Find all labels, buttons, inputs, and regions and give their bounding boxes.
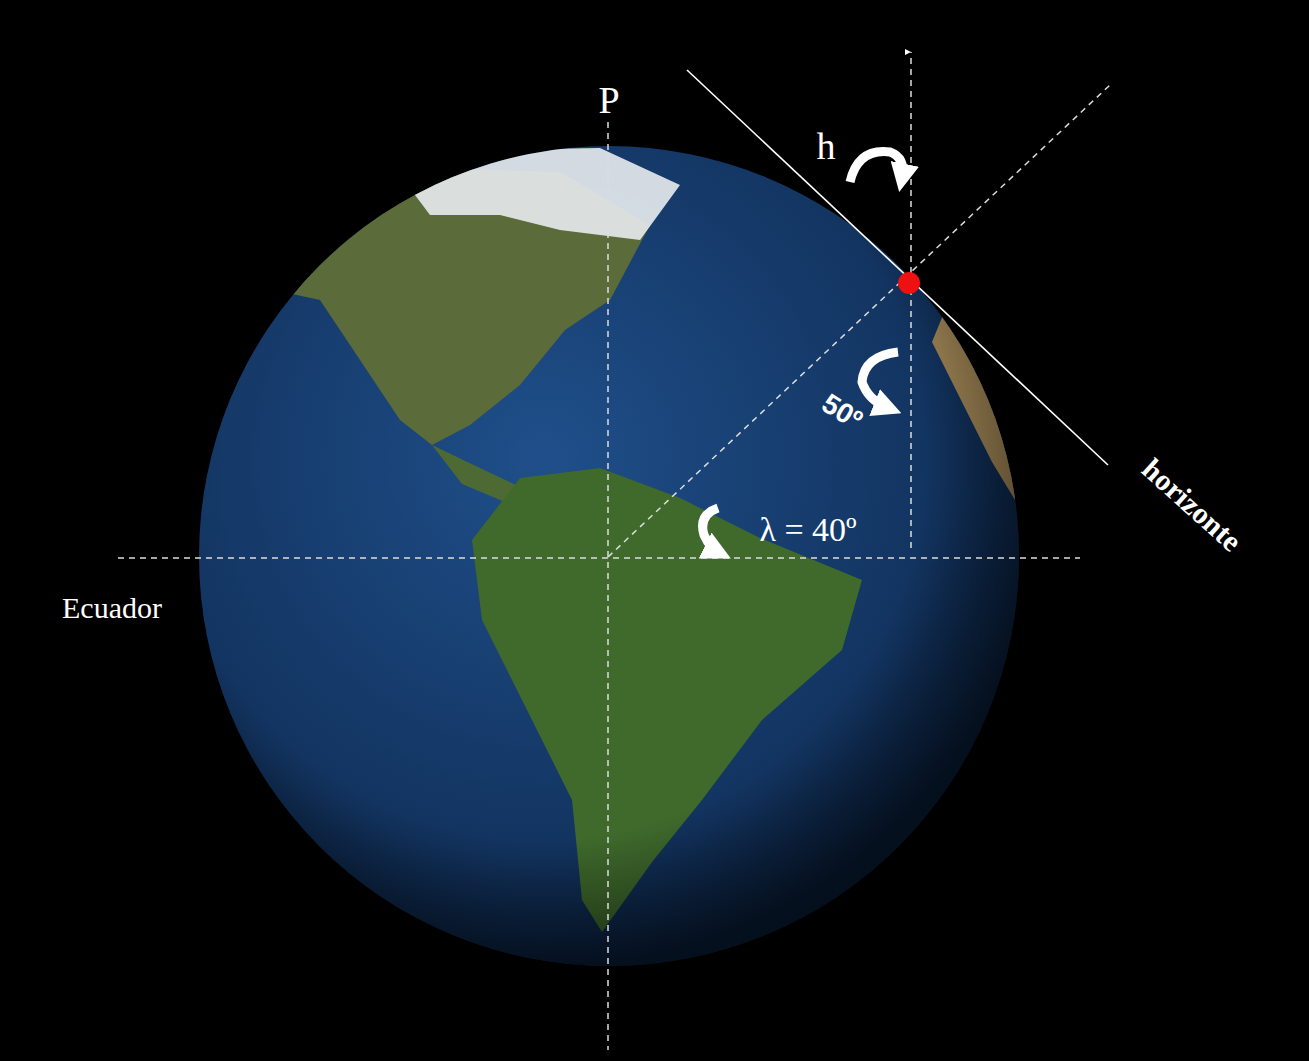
- horizon-label: horizonte: [1137, 453, 1247, 557]
- equator-line: [118, 557, 1080, 559]
- horizon-line: [687, 70, 1108, 465]
- equator-label: Ecuador: [62, 593, 162, 623]
- latitude-label: λ = 40º: [759, 513, 856, 547]
- polar-axis: [607, 122, 609, 1050]
- angle-arrow-lambda: [703, 508, 718, 552]
- pole-label: P: [598, 81, 619, 119]
- observer-dot: [898, 272, 920, 294]
- radius-line: [608, 85, 1110, 557]
- altitude-label: h: [817, 127, 836, 165]
- angle-arrow-h: [850, 152, 903, 182]
- parallel-axis-arrow: [910, 52, 912, 548]
- angle-arrow-50: [862, 352, 898, 408]
